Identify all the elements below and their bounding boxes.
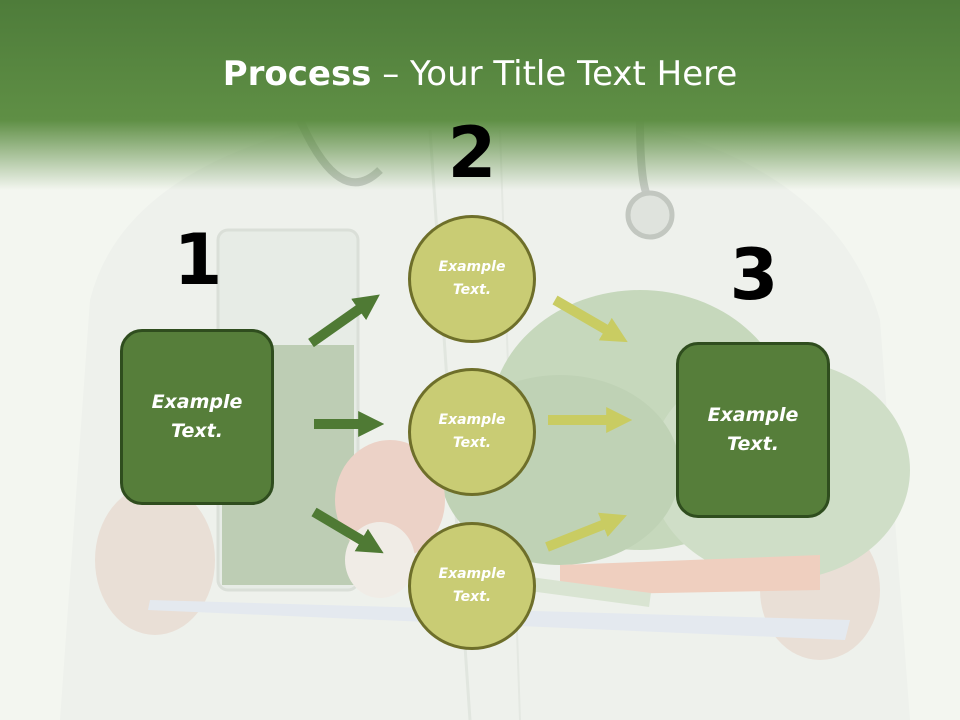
title-rest: – Your Title Text Here — [371, 54, 738, 94]
arrow-1-to-top — [308, 294, 380, 348]
step-3-text-line2: Text. — [727, 433, 779, 455]
title-bold: Process — [222, 54, 372, 94]
step-number-1: 1 — [173, 219, 223, 301]
step-number-3: 3 — [729, 234, 779, 316]
circle-bottom-line1: Example — [438, 566, 506, 582]
slide-title: Process – Your Title Text Here — [0, 52, 960, 96]
step-3-text-line1: Example — [707, 404, 799, 426]
step-1-text-line2: Text. — [171, 420, 223, 442]
step-1-text-line1: Example — [151, 391, 243, 413]
title-bar — [0, 0, 960, 190]
step-number-2: 2 — [447, 112, 497, 194]
circle-top-line1: Example — [438, 259, 506, 275]
circle-middle-line1: Example — [438, 412, 506, 428]
arrow-bottom-to-3 — [545, 512, 627, 552]
circle-bottom-line2: Text. — [452, 589, 492, 605]
circle-middle-line2: Text. — [452, 435, 492, 451]
circle-top-line2: Text. — [452, 282, 492, 298]
arrow-top-to-3 — [552, 295, 628, 343]
arrow-1-to-bottom — [311, 507, 384, 554]
